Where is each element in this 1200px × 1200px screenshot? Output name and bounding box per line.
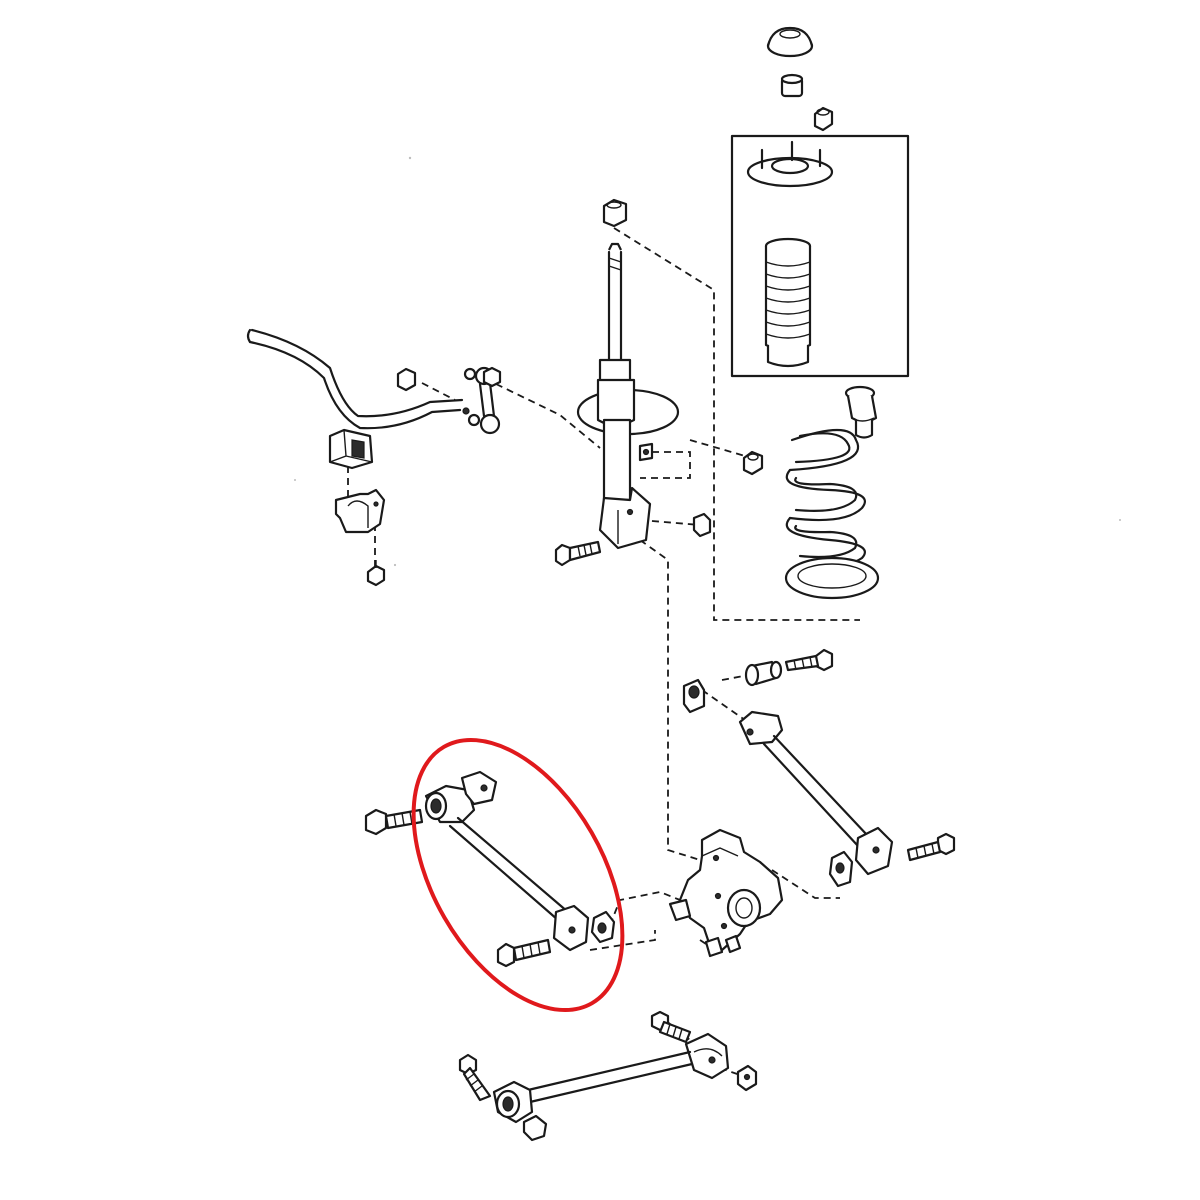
strut-nut-right bbox=[742, 450, 764, 476]
lower-arm-no1-sleeve bbox=[744, 660, 783, 687]
stabilizer-bushing bbox=[328, 428, 374, 470]
lower-arm-no2 bbox=[424, 770, 590, 952]
strut-top-nut bbox=[602, 198, 628, 228]
strut-lower-bolt bbox=[554, 540, 602, 567]
spring-lower-insulator bbox=[784, 556, 880, 600]
stabilizer-link-nut bbox=[482, 366, 502, 388]
stabilizer-link bbox=[463, 366, 501, 435]
scan-specks bbox=[294, 156, 1121, 567]
dust-cap bbox=[766, 26, 814, 58]
lower-arm-no1-outer-bushing bbox=[828, 850, 854, 888]
upper-nut bbox=[813, 106, 834, 132]
lower-arm-no1-outer-bolt bbox=[906, 832, 956, 862]
strut-mount-plate bbox=[746, 140, 834, 188]
stabilizer-nut-left bbox=[396, 367, 417, 392]
lower-arm-no2-outer-bolt bbox=[496, 938, 552, 968]
mount-kit-box bbox=[730, 134, 910, 378]
strut-rod-lower-washer bbox=[522, 1114, 548, 1142]
lower-arm-no1-bolt bbox=[784, 648, 834, 672]
strut-bushing bbox=[780, 73, 804, 98]
bump-stopper bbox=[844, 385, 878, 439]
stabilizer-bracket-bolt bbox=[366, 560, 386, 587]
strut-rod-nut bbox=[736, 1064, 758, 1092]
shock-strut bbox=[576, 242, 680, 550]
stabilizer-bar bbox=[246, 328, 470, 430]
lower-arm-no2-outer-bushing bbox=[590, 910, 616, 944]
highlight-circle bbox=[411, 737, 625, 1013]
lower-arm-no1 bbox=[738, 710, 894, 876]
strut-washer-right bbox=[692, 512, 712, 538]
strut-rod-top-bolt bbox=[650, 1010, 692, 1044]
stabilizer-bracket bbox=[334, 488, 386, 534]
strut-rod bbox=[492, 1032, 730, 1124]
lower-arm-no1-bushing bbox=[682, 678, 706, 714]
strut-rod-left-bolt bbox=[458, 1053, 492, 1102]
bump-boot bbox=[764, 237, 812, 368]
rear-axle-carrier bbox=[668, 828, 784, 958]
